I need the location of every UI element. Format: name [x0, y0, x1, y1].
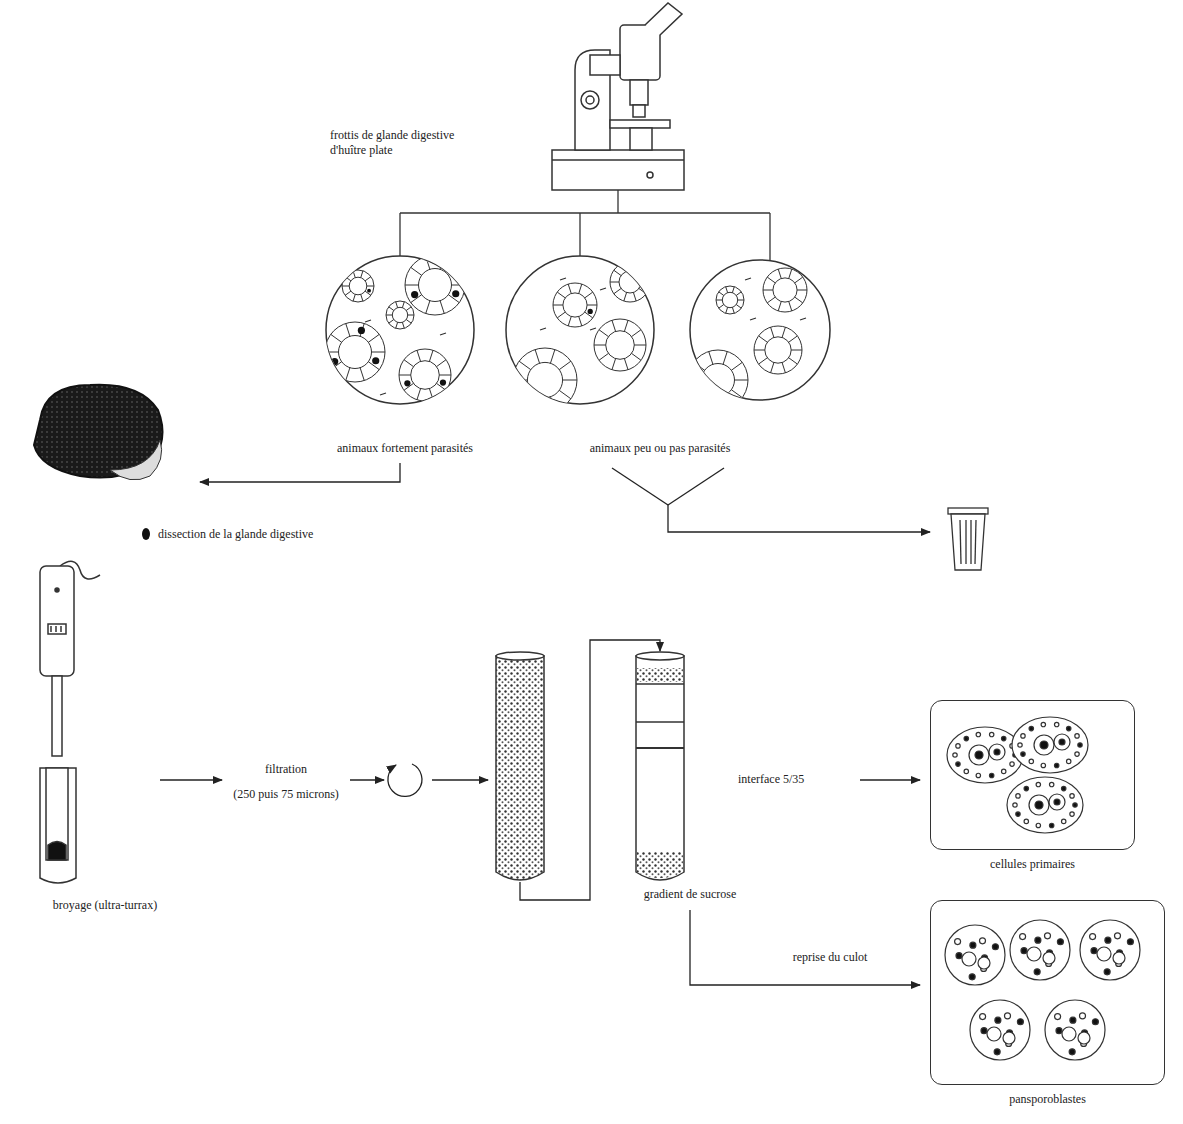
annotation: broyage (ultra-turrax): [53, 898, 157, 913]
trash-can: [948, 508, 988, 570]
oyster: [34, 385, 163, 480]
acinus: [594, 319, 646, 371]
annotation: gradient de sucrose: [644, 887, 737, 902]
tube: [496, 652, 544, 880]
acinus: [553, 283, 597, 327]
acinus: [754, 326, 802, 374]
acinus: [610, 262, 650, 302]
microscope: [552, 3, 684, 190]
annotation: frottis de glande digestive d'huître pla…: [330, 128, 490, 158]
caption: cellules primaires: [990, 857, 1075, 872]
acinus: [325, 322, 385, 382]
annotation: filtration: [265, 762, 307, 777]
ultra-turrax: [40, 561, 100, 883]
smear-circles: [326, 256, 830, 404]
acinus: [405, 255, 465, 315]
annotation: (250 puis 75 microns): [233, 787, 339, 802]
flow-arrows: [200, 463, 930, 532]
acinus: [386, 301, 414, 329]
gradient-tube: [636, 652, 684, 880]
acinus: [399, 349, 451, 401]
image-frame: cellules primaires: [930, 700, 1135, 850]
annotation: dissection de la glande digestive: [158, 527, 313, 542]
acinus: [763, 268, 807, 312]
acinus: [716, 286, 744, 314]
acinus: [688, 350, 748, 410]
caption: pansporoblastes: [1009, 1092, 1086, 1107]
image-frame: pansporoblastes: [930, 900, 1165, 1085]
annotation: interface 5/35: [738, 772, 804, 787]
acinus: [513, 348, 577, 412]
branch-lines: [400, 190, 770, 262]
annotation: animaux fortement parasités: [337, 441, 473, 456]
cells: [945, 717, 1140, 1060]
flow-arrows: [160, 640, 920, 985]
annotation: reprise du culot: [793, 950, 868, 965]
gland-piece: [142, 528, 150, 540]
acinus: [342, 270, 374, 302]
annotation: animaux peu ou pas parasités: [590, 441, 731, 456]
acini: [325, 255, 807, 412]
